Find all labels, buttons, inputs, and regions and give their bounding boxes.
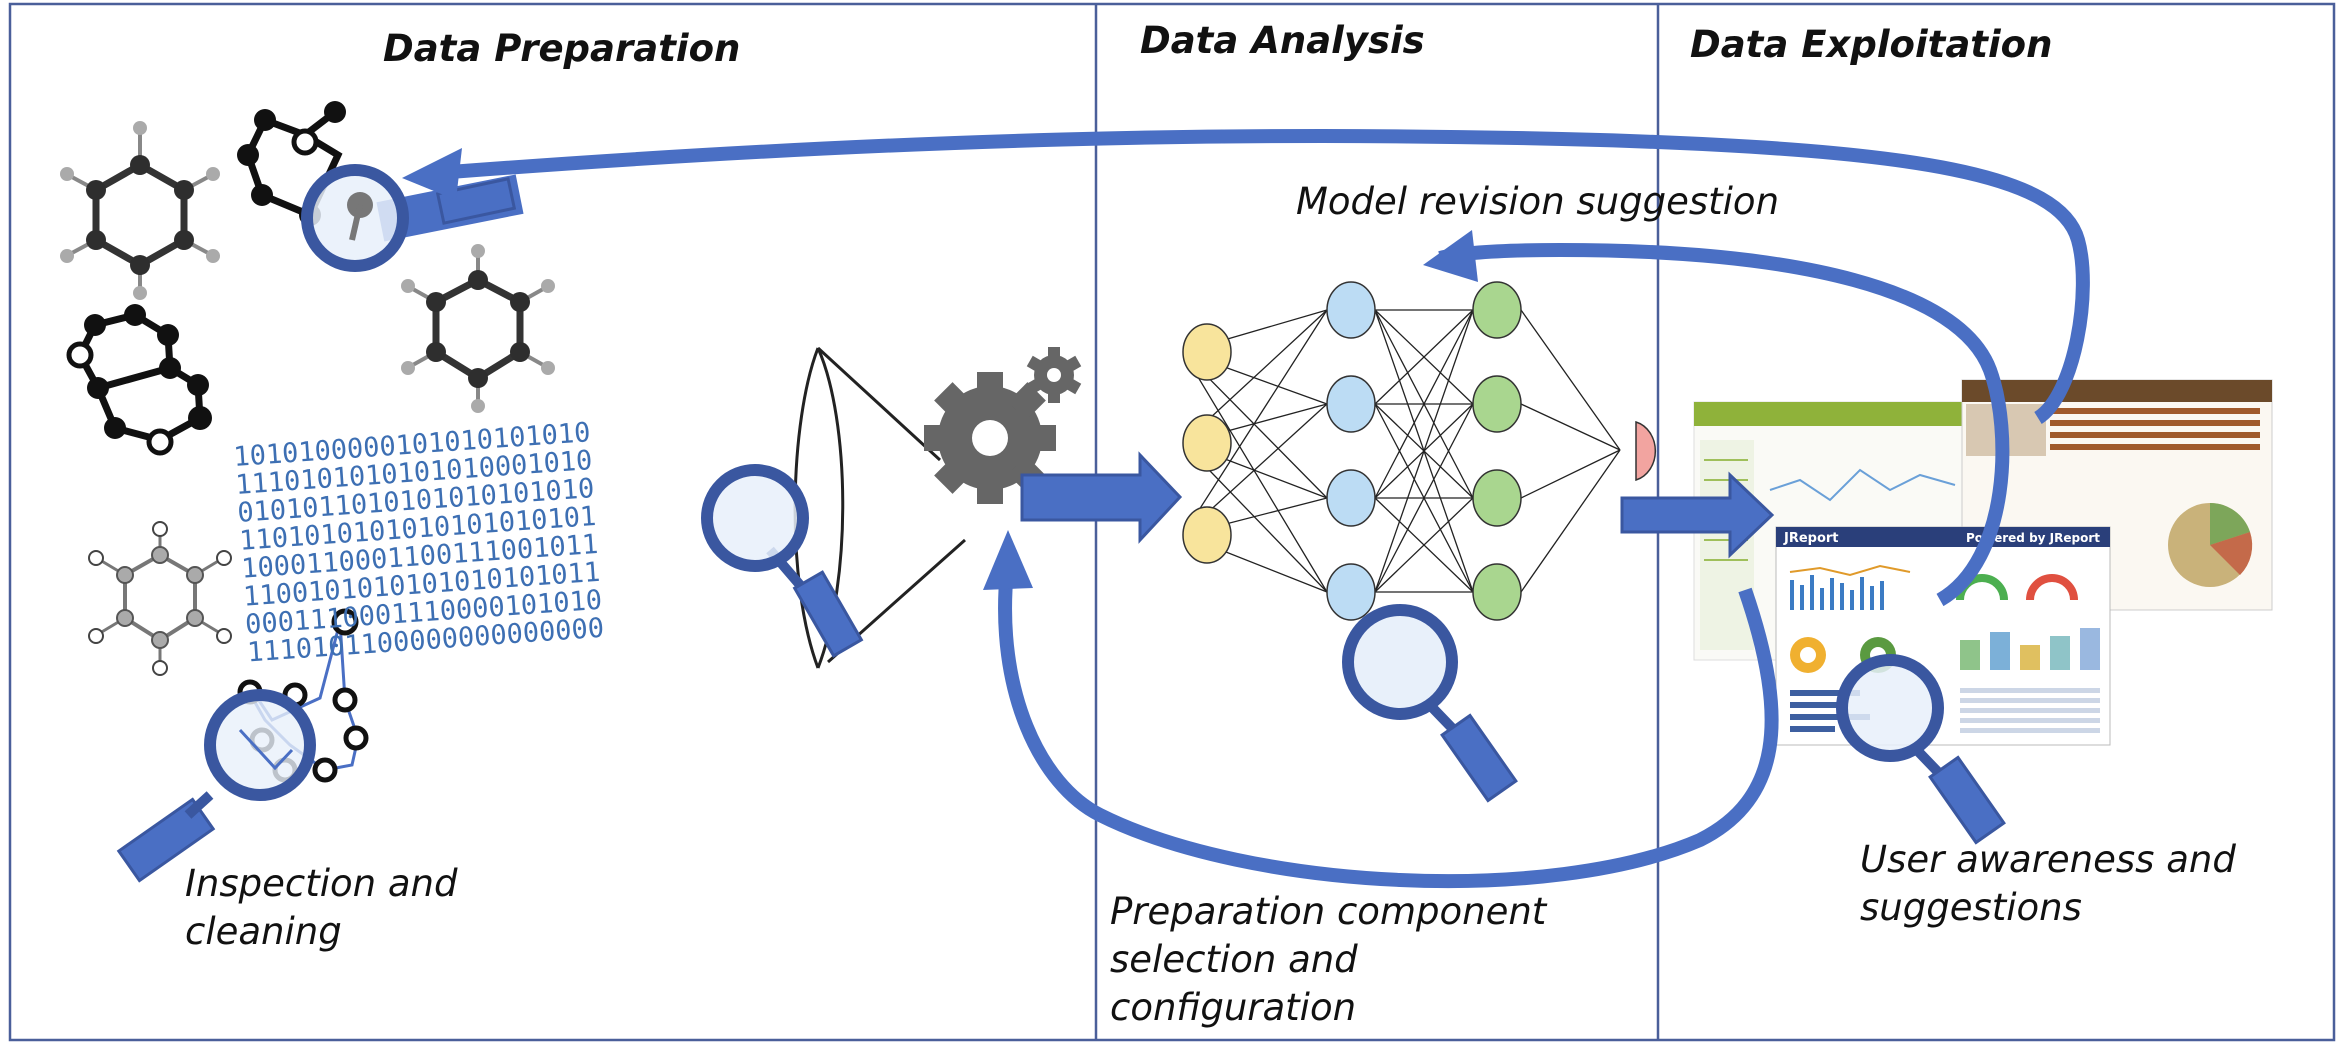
feedback-arrow-top [402, 128, 2090, 424]
section-title-preparation: Data Preparation [383, 27, 741, 70]
network-connections [1182, 309, 1621, 593]
arrow-to-network [1020, 451, 1183, 544]
binary-data-fan: 1010100000101010101010 11101010101010100… [232, 417, 605, 668]
caption-user-awareness: User awareness and suggestions [1860, 836, 2236, 932]
caption-preparation-component: Preparation component selection and conf… [1110, 888, 1546, 1032]
magnifier-icon-molecule [116, 689, 316, 883]
caption-line: selection and [1110, 938, 1358, 982]
molecule-bicyclic [66, 304, 212, 456]
molecule-hexagon-grey [88, 521, 232, 676]
magnifier-icon-dashboard [1836, 654, 2006, 845]
dashboard-powered-by: Powered by JReport [1966, 531, 2100, 545]
section-title-exploitation: Data Exploitation [1690, 23, 2053, 66]
feedback-arrow-preparation [983, 530, 1779, 889]
caption-line: Inspection and [185, 862, 458, 905]
caption-line: configuration [1110, 986, 1357, 1030]
caption-line: Model revision suggestion [1296, 180, 1780, 223]
molecule-benzene-1 [60, 121, 220, 300]
arrow-to-dashboard [1620, 471, 1775, 559]
caption-line: cleaning [185, 910, 342, 954]
feedback-arrow-model-revision [1423, 230, 2010, 607]
neural-network [1182, 281, 1657, 621]
network-nodes [1182, 281, 1657, 621]
caption-line: Preparation component [1110, 890, 1547, 933]
caption-line: User awareness and [1860, 838, 2236, 881]
molecule-benzene-2 [401, 244, 555, 413]
section-borders [8, 2, 2336, 1042]
gear-icon [924, 347, 1082, 504]
magnifier-icon-binary [701, 464, 864, 658]
dashboard-brand: JReport [1783, 531, 1839, 546]
caption-line: suggestions [1860, 886, 2082, 930]
section-title-analysis: Data Analysis [1140, 19, 1425, 62]
caption-model-revision: Model revision suggestion [1296, 178, 1779, 226]
magnifier-icon-network [1342, 604, 1518, 803]
caption-inspection: Inspection and cleaning [185, 860, 457, 956]
